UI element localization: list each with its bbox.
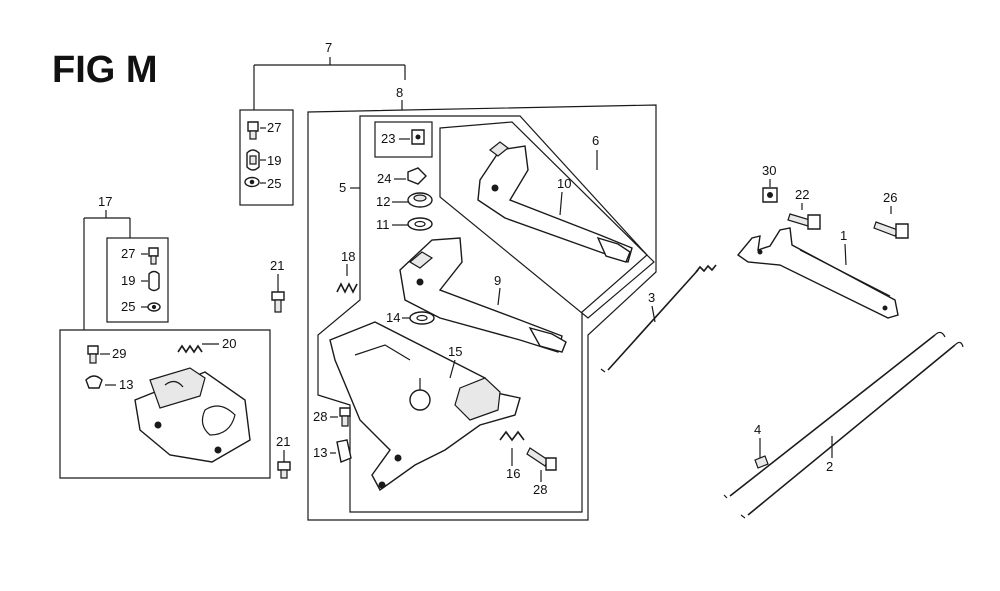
callout-30: 30 bbox=[762, 163, 776, 178]
lever-10-part bbox=[477, 141, 633, 263]
callout-17: 17 bbox=[98, 194, 112, 209]
callout-21-upper: 21 bbox=[270, 258, 284, 273]
group-7-bracket bbox=[253, 57, 406, 110]
bolt-21-lower-part bbox=[277, 461, 291, 479]
callout-20: 20 bbox=[222, 336, 236, 351]
callout-21-lower: 21 bbox=[276, 434, 290, 449]
callout-1: 1 bbox=[840, 228, 847, 243]
callout-25-left: 25 bbox=[121, 299, 135, 314]
callout-9: 9 bbox=[494, 273, 501, 288]
bracket-15-part bbox=[329, 321, 521, 492]
group-5-box bbox=[317, 115, 648, 513]
clip-13b-part bbox=[336, 439, 352, 463]
figure-title: FIG M bbox=[52, 49, 158, 91]
callout-28-right: 28 bbox=[533, 482, 547, 497]
callout-13-left: 13 bbox=[119, 377, 133, 392]
nut-30-part bbox=[762, 187, 778, 203]
callout-2: 2 bbox=[826, 459, 833, 474]
bolt-26-part bbox=[873, 221, 909, 239]
bolt-28-part bbox=[526, 447, 557, 471]
callout-27-top: 27 bbox=[267, 120, 281, 135]
bolt-21-upper-part bbox=[271, 291, 285, 313]
callout-23: 23 bbox=[381, 131, 395, 146]
rod-2-part bbox=[723, 331, 964, 519]
clip-24-part bbox=[407, 167, 427, 185]
callout-15: 15 bbox=[448, 344, 462, 359]
group-17-bracket bbox=[83, 210, 131, 330]
callout-13-center: 13 bbox=[313, 445, 327, 460]
washer-14-part bbox=[409, 311, 435, 325]
nut-25-part bbox=[244, 176, 260, 188]
nut-25b-part bbox=[147, 302, 161, 312]
callout-3: 3 bbox=[648, 290, 655, 305]
bolt-22-part bbox=[787, 213, 821, 230]
group-17-box bbox=[106, 237, 169, 323]
collar-12-part bbox=[407, 192, 433, 208]
callout-10: 10 bbox=[557, 176, 571, 191]
clamp-4-part bbox=[754, 455, 769, 469]
group-8-box bbox=[307, 104, 657, 521]
callout-19-left: 19 bbox=[121, 273, 135, 288]
clip-19-part bbox=[246, 149, 260, 171]
screw-29-part bbox=[87, 345, 99, 364]
callout-14: 14 bbox=[386, 310, 400, 325]
group-7-box bbox=[239, 109, 294, 206]
callout-18: 18 bbox=[341, 249, 355, 264]
callout-6: 6 bbox=[592, 133, 599, 148]
callout-27-left: 27 bbox=[121, 246, 135, 261]
callout-26: 26 bbox=[883, 190, 897, 205]
screw-27-part bbox=[247, 121, 259, 140]
clip-19b-part bbox=[148, 270, 160, 292]
callout-12: 12 bbox=[376, 194, 390, 209]
control-base-plate bbox=[134, 367, 251, 463]
callout-22: 22 bbox=[795, 187, 809, 202]
screw-28-part bbox=[339, 407, 351, 427]
callout-25-top: 25 bbox=[267, 176, 281, 191]
callout-28-left: 28 bbox=[313, 409, 327, 424]
nut-23-part bbox=[411, 129, 425, 145]
callout-16: 16 bbox=[506, 466, 520, 481]
lower-left-box bbox=[59, 329, 271, 479]
group-6-box bbox=[439, 121, 655, 319]
washer-11-part bbox=[407, 217, 433, 231]
callout-5: 5 bbox=[339, 180, 346, 195]
nut-23-box bbox=[374, 121, 433, 158]
spring-16-part bbox=[499, 430, 525, 442]
rod-3-part bbox=[600, 264, 717, 373]
callout-11: 11 bbox=[376, 217, 390, 232]
clip-13-part bbox=[85, 375, 103, 389]
callout-24: 24 bbox=[377, 171, 391, 186]
lever-1-part bbox=[736, 227, 899, 319]
callout-7: 7 bbox=[325, 40, 332, 55]
callout-19-top: 19 bbox=[267, 153, 281, 168]
screw-27b-part bbox=[148, 247, 159, 265]
callout-4: 4 bbox=[754, 422, 761, 437]
spring-20-part bbox=[177, 344, 203, 354]
spring-18-part bbox=[336, 282, 358, 294]
callout-8: 8 bbox=[396, 85, 403, 100]
callout-29: 29 bbox=[112, 346, 126, 361]
lever-9-part bbox=[399, 237, 567, 353]
